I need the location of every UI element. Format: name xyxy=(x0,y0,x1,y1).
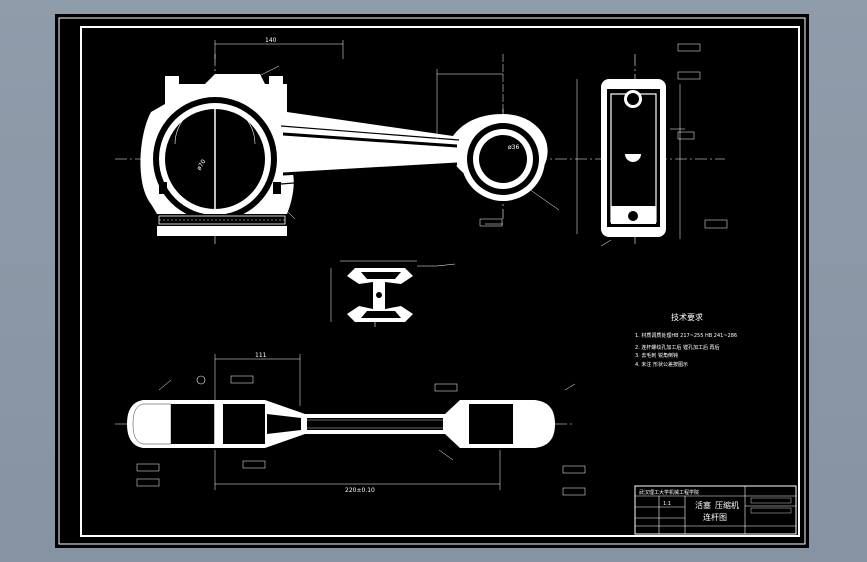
outer-border xyxy=(58,17,806,545)
title-school: 武汉理工大学机械工程学院 xyxy=(639,489,699,496)
front-view: 140 ø36 ø70 xyxy=(115,37,575,244)
inner-border xyxy=(80,26,800,537)
dim-big-bore: ø70 xyxy=(196,158,208,171)
connecting-rod-drawing: 140 ø36 ø70 xyxy=(58,17,806,545)
title-part-prefix: 活塞 xyxy=(695,500,711,510)
note-item: 2. 连杆螺纹孔加工后 镗孔加工后 再后 xyxy=(635,344,720,351)
drawing-sheet: 140 ø36 ø70 xyxy=(55,14,809,548)
technical-notes: 技术要求 1. 材质调质处理HB 217~255 HB 241~286 2. 连… xyxy=(635,312,737,368)
dim-small-bore: ø36 xyxy=(508,144,519,151)
note-item: 1. 材质调质处理HB 217~255 HB 241~286 xyxy=(635,332,737,339)
note-item: 3. 去毛刺 锐角倒钝 xyxy=(635,352,678,359)
i-section-view xyxy=(330,260,456,329)
note-item: 4. 未注 形状公差按图示 xyxy=(635,361,688,368)
dim-bottom-length: 111 xyxy=(255,352,267,359)
side-view xyxy=(575,43,728,247)
title-block: 武汉理工大学机械工程学院 活塞 压缩机 连杆图 1:1 xyxy=(634,485,797,535)
title-part-name: 压缩机 xyxy=(715,500,739,510)
dim-top-length: 140 xyxy=(265,37,277,44)
title-scale: 1:1 xyxy=(663,501,671,507)
title-part-name-2: 连杆图 xyxy=(703,512,727,522)
dim-bottom-total: 220±0.10 xyxy=(345,487,375,494)
notes-title: 技术要求 xyxy=(671,312,703,322)
top-view-profile: 111 220±0.10 xyxy=(115,352,586,496)
